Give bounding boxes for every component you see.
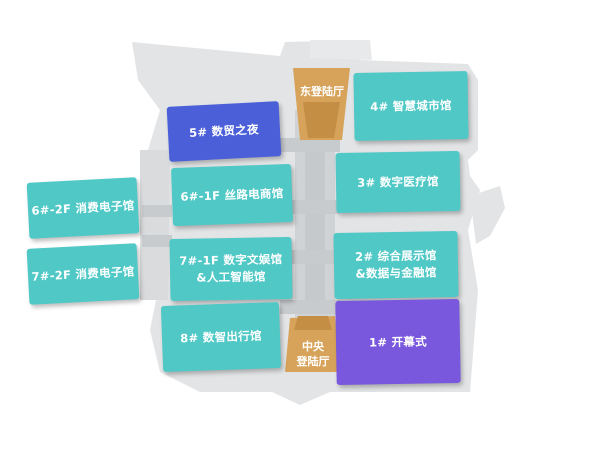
bridge-6-3 [280, 200, 340, 214]
hall-1-opening-ceremony[interactable]: 1# 开幕式 [335, 298, 461, 386]
hall-2-comprehensive-data-finance[interactable]: 2# 综合展示馆 &数据与金融馆 [333, 230, 459, 300]
bridge-left-bottom [142, 235, 172, 247]
bridge-7-2 [280, 250, 340, 264]
hall-6-2f-consumer-electronics[interactable]: 6#-2F 消费电子馆 [26, 177, 140, 239]
central-landing-hall[interactable]: 中央 登陆厅 [288, 338, 338, 370]
east-landing-hall[interactable]: 东登陆厅 [295, 80, 349, 102]
hall-8-label: 8# 数智出行馆 [179, 328, 262, 345]
hall-4-label: 4# 智慧城市馆 [370, 97, 452, 114]
east-gate-inner [303, 102, 340, 138]
hall-7-1f-digital-entertainment-ai[interactable]: 7#-1F 数字文娱馆 &人工智能馆 [169, 236, 293, 302]
hall-4-smart-city[interactable]: 4# 智慧城市馆 [353, 71, 469, 141]
bridge-left-top [142, 205, 172, 217]
corridor-stripe [305, 140, 325, 310]
ground-patch-top [310, 40, 372, 60]
hall-5-digital-trade-night[interactable]: 5# 数贸之夜 [166, 101, 282, 162]
hall-2-label: 2# 综合展示馆 &数据与金融馆 [354, 248, 437, 281]
hall-6-1f-label: 6#-1F 丝路电商馆 [180, 185, 284, 204]
hall-7-2f-label: 7#-2F 消费电子馆 [31, 263, 135, 284]
bridge-8-1 [280, 300, 340, 314]
hall-3-label: 3# 数字医疗馆 [357, 173, 439, 190]
east-landing-hall-label: 东登陆厅 [300, 84, 344, 98]
ground-strip-left [140, 150, 170, 300]
hall-6-2f-label: 6#-2F 消费电子馆 [31, 197, 135, 218]
hall-6-1f-silk-road-ecommerce[interactable]: 6#-1F 丝路电商馆 [171, 163, 293, 227]
central-landing-hall-label: 中央 登陆厅 [296, 340, 330, 368]
central-gate-inner [294, 316, 332, 330]
hall-5-label: 5# 数贸之夜 [188, 122, 260, 140]
hall-1-label: 1# 开幕式 [368, 333, 428, 350]
hall-3-digital-medical[interactable]: 3# 数字医疗馆 [335, 150, 461, 214]
hall-7-1f-label: 7#-1F 数字文娱馆 &人工智能馆 [179, 252, 283, 285]
bridge-5-4 [280, 138, 340, 152]
ground-wing-right [470, 186, 505, 244]
hall-7-2f-consumer-electronics[interactable]: 7#-2F 消费电子馆 [26, 243, 140, 305]
hall-8-smart-mobility[interactable]: 8# 数智出行馆 [160, 301, 282, 373]
